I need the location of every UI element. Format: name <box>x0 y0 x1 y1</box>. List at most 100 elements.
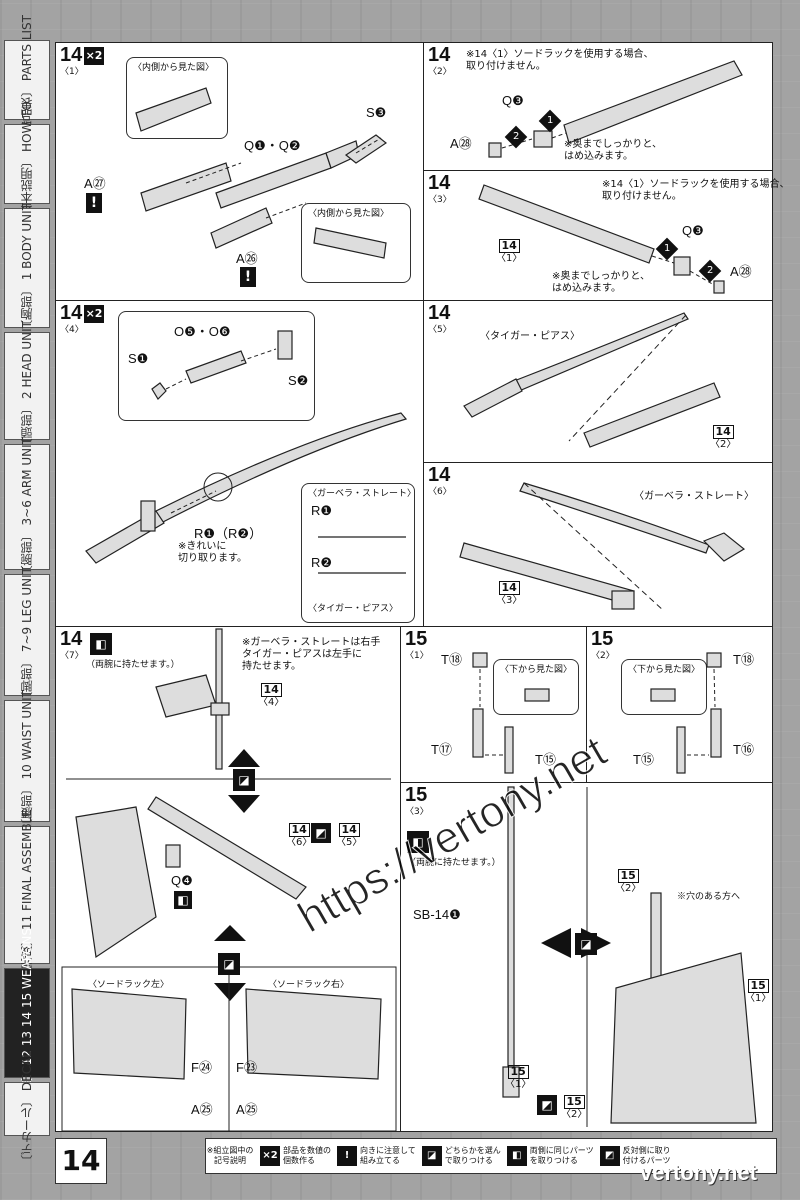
step-reference: 15〈2〉 <box>561 1095 588 1120</box>
part-label-sb-14-1: SB-14❶ <box>413 907 461 922</box>
legend-item-multiply: ×2 部品を数値の 個数作る <box>260 1146 331 1166</box>
note-sword-rack: ※14〈1〉ソードラックを使用する場合、 取り付けません。 <box>466 49 654 72</box>
step-reference: 14〈5〉 <box>336 823 363 848</box>
sidebar-tab-label: 〔脚部〕 7~9 LEG UNIT <box>20 566 34 704</box>
rack-right-caption: 〈ソードラック右〉 <box>268 979 350 989</box>
sidebar-tab-leg-unit[interactable]: 〔脚部〕 7~9 LEG UNIT <box>4 567 50 704</box>
sidebar-tab-waist-unit[interactable]: 〔腰部〕 10 WAIST UNIT <box>4 690 50 832</box>
sidebar-tab-body-unit[interactable]: 〔胸部〕 1 BODY UNIT <box>4 203 50 333</box>
step-number: 14 <box>428 172 451 194</box>
select-one-icon: ◪ <box>218 953 240 975</box>
step-reference: 15〈2〉 <box>615 869 642 894</box>
part-label-r1-r2: R❶（R❷） <box>194 526 263 541</box>
legend-text: 両側に同じパーツ を取りつける <box>529 1146 594 1165</box>
part-label-r2: R❷ <box>311 555 333 570</box>
part-label-s1: S❶ <box>128 351 149 366</box>
step-sub: 〈4〉 <box>60 325 84 335</box>
part-label-t17: T⑰ <box>431 742 452 757</box>
step-number: 15 <box>591 628 614 650</box>
step-14-4-panel: 14 〈4〉 ×2 〈ガーベラ・ストレート〉 O❺・O❻ S❶ S❷ R❶（R❷… <box>55 300 425 628</box>
step-14-5-illustration <box>463 312 721 448</box>
note-press-fit: ※奥までしっかりと、 はめ込みます。 <box>564 139 662 162</box>
brand-watermark: vertony.net <box>640 1160 757 1185</box>
callout-caption: 〈下から見た図〉 <box>628 665 701 675</box>
blade-caption: 〈タイガー・ピアス〉 <box>308 603 399 613</box>
legend-item-warning: ! 向きに注意して 組み立てる <box>337 1146 416 1166</box>
step-14-1-illustration <box>135 87 388 259</box>
sidebar-tab-head-unit[interactable]: 〔頭部〕 2 HEAD UNIT <box>4 321 50 451</box>
step-number: 15 <box>405 784 428 806</box>
step-15-3-illustration <box>502 786 757 1127</box>
warning-icon: ! <box>240 267 256 287</box>
step-14-3-illustration <box>478 184 725 294</box>
both-sides-icon: ◧ <box>407 831 429 853</box>
sidebar-tab-how-to[interactable]: 〔基本説明〕 HOW TO <box>4 101 50 227</box>
part-label-t16: T⑯ <box>733 742 754 757</box>
step-reference: 15〈1〉 <box>505 1065 532 1090</box>
blade-callout: 〈ガーベラ・ストレート〉 <box>301 483 417 623</box>
step-sub: 〈6〉 <box>428 487 452 497</box>
sidebar-tab-parts-list[interactable]: 〔部品表〕 PARTS LIST <box>4 15 50 145</box>
part-label-q1-q2: Q❶・Q❷ <box>244 138 301 153</box>
both-sides-icon: ◧ <box>90 633 112 655</box>
sidebar-tab-label: 〔頭部〕 2 HEAD UNIT <box>20 321 34 451</box>
step-reference: 14〈3〉 <box>496 581 523 606</box>
part-label-a26: A㉖ <box>236 251 258 266</box>
multiply-icon: ×2 <box>84 305 104 323</box>
step-sub: 〈2〉 <box>591 651 615 661</box>
step-15-2-panel: 15 〈2〉 〈下から見た図〉 T⑱ T⑯ T⑮ <box>586 626 773 784</box>
step-number: 14 <box>428 464 451 486</box>
step-number: 14 <box>60 302 83 324</box>
part-label-q4: Q❹ <box>171 873 193 888</box>
step-15-1-panel: 15 〈1〉 〈下から見た図〉 T⑱ T⑰ T⑮ <box>400 626 588 784</box>
step-14-7-panel: 14 〈7〉 ◧ （両腕に持たせます。） ※ガーベラ・ストレートは右手 タイガー… <box>55 626 402 1132</box>
step-sub: 〈5〉 <box>428 325 452 335</box>
legend-text: どちらかを選ん で取りつける <box>444 1146 501 1165</box>
note-sword-rack: ※14〈1〉ソードラックを使用する場合、 取り付けません。 <box>602 179 790 202</box>
sidebar-tab-final-assemble[interactable]: 〔完成〕 11 FINAL ASSEMBLE <box>4 809 50 981</box>
part-label-q3: Q❸ <box>502 93 524 108</box>
rack-left-caption: 〈ソードラック左〉 <box>88 979 170 989</box>
symbol-legend: ※組立図中の 記号説明 ×2 部品を数値の 個数作る ! 向きに注意して 組み立… <box>205 1138 777 1174</box>
step-15-1-illustration <box>472 652 550 774</box>
step-14-5-panel: 14 〈5〉 〈タイガー・ピアス〉 14〈2〉 <box>423 300 773 464</box>
step-14-6-panel: 14 〈6〉 〈ガーベラ・ストレート〉 14〈3〉 <box>423 462 773 628</box>
sidebar-tab-decal[interactable]: 〔デカール〕 DECAL <box>4 1051 50 1167</box>
opposite-side-icon: ◩ <box>311 823 331 843</box>
step-number: 14 <box>60 44 83 66</box>
part-label-a25-right: A㉕ <box>236 1102 258 1117</box>
callout-caption: 〈下から見た図〉 <box>500 665 573 675</box>
callout-caption: 〈ガーベラ・ストレート〉 <box>308 489 417 499</box>
legend-text: 反対側に取り 付けるパーツ <box>622 1146 671 1165</box>
part-label-a28: A㉘ <box>730 264 752 279</box>
sidebar-tab-weapons[interactable]: 〔武器〕 12 13 14 15 WEAPONS <box>4 928 50 1118</box>
select-one-icon: ◪ <box>421 1146 442 1166</box>
sidebar-tab-arm-unit[interactable]: 〔腕部〕 3~6 ARM UNIT <box>4 437 50 577</box>
part-label-o5-o6: O❺・O❻ <box>174 324 231 339</box>
step-14-7-illustration <box>61 628 397 1132</box>
part-label-r1: R❶ <box>311 503 333 518</box>
section-sidebar: 〔部品表〕 PARTS LIST 〔基本説明〕 HOW TO 〔胸部〕 1 BO… <box>0 15 50 1167</box>
sidebar-tab-label: 〔胸部〕 1 BODY UNIT <box>20 203 34 333</box>
bottom-view-callout: 〈下から見た図〉 <box>493 659 579 715</box>
step-sub: 〈2〉 <box>428 67 452 77</box>
callout-caption: 〈内側から見た図〉 <box>308 209 390 219</box>
part-label-a25-left: A㉕ <box>191 1102 213 1117</box>
step-reference: 14〈2〉 <box>710 425 737 450</box>
step-sub: 〈3〉 <box>428 195 452 205</box>
step-sub: 〈3〉 <box>405 807 429 817</box>
note-press-fit: ※奥までしっかりと、 はめ込みます。 <box>552 271 650 294</box>
page-number: 14 <box>55 1138 107 1184</box>
step-reference: 14〈4〉 <box>258 683 285 708</box>
part-label-a28: A㉘ <box>450 136 472 151</box>
step-14-4-illustration <box>85 330 408 574</box>
legend-item-both-sides: ◧ 両側に同じパーツ を取りつける <box>506 1146 594 1166</box>
both-sides-icon: ◧ <box>174 891 192 909</box>
part-label-t18: T⑱ <box>441 652 462 667</box>
bottom-view-callout: 〈下から見た図〉 <box>621 659 707 715</box>
step-14-2-illustration <box>488 60 743 158</box>
note-trim-cleanly: ※きれいに 切り取ります。 <box>178 541 247 564</box>
select-one-icon: ◪ <box>575 933 597 955</box>
step-number: 14 <box>428 44 451 66</box>
step-sub: 〈7〉 <box>60 651 84 661</box>
